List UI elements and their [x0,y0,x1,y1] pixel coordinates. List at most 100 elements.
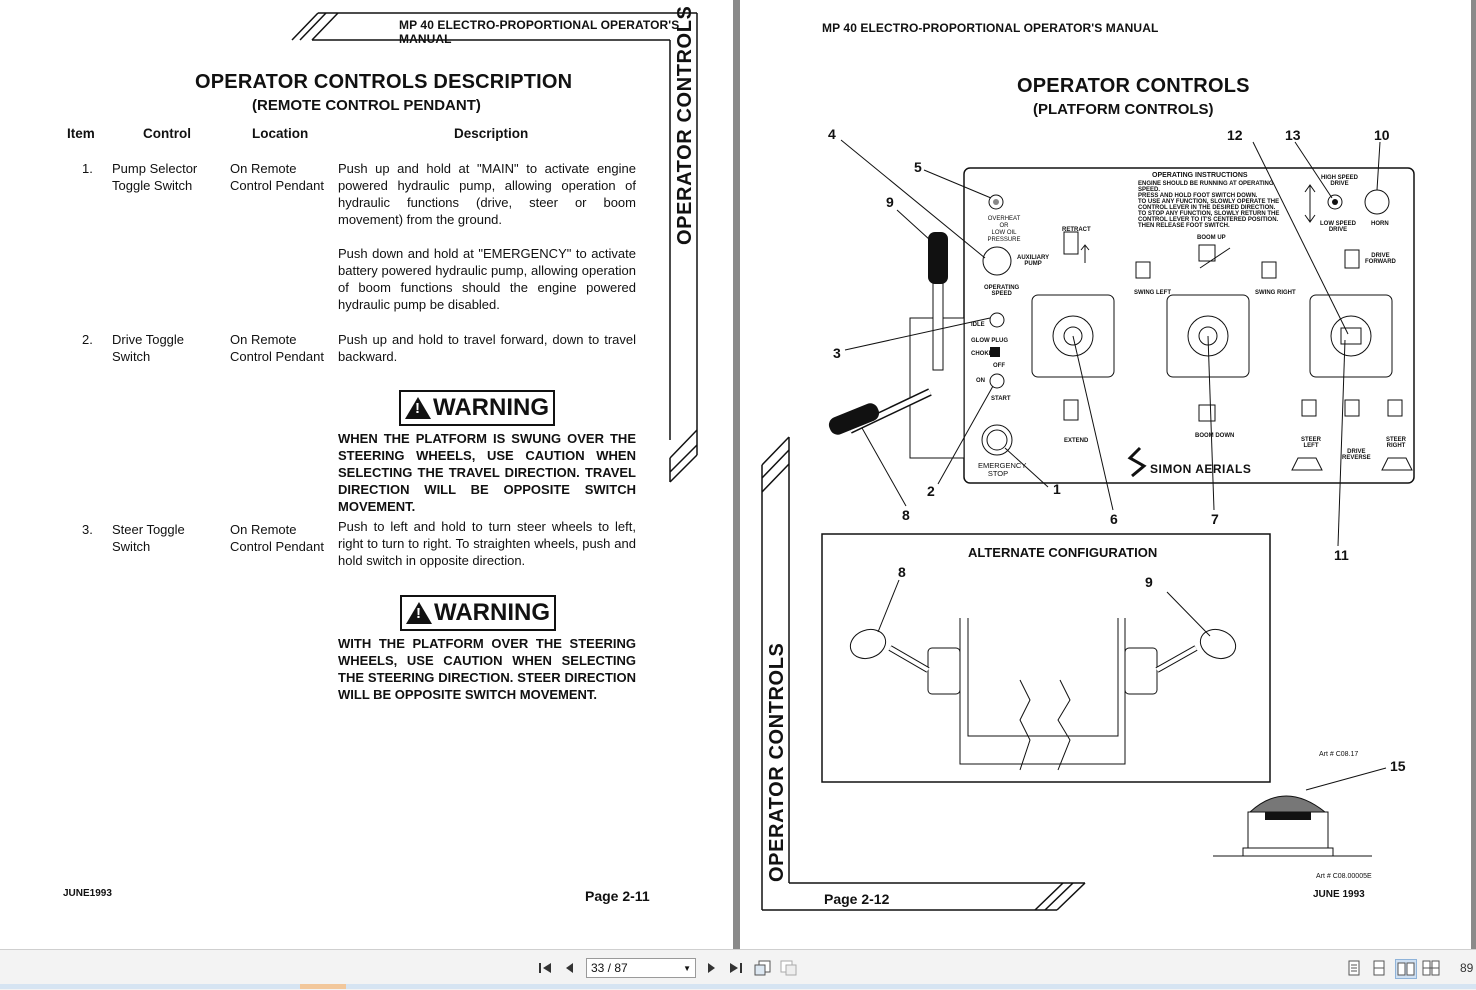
row-control-line: Drive Toggle [112,332,185,347]
callout-number: 9 [1145,574,1153,590]
row-item-number: 1. [82,161,93,176]
auxiliary-pump-label: PUMP [1024,261,1042,267]
steer-right-label: STEER [1386,437,1407,443]
last-page-icon [730,963,742,973]
horn-label: HORN [1371,221,1389,227]
row-description: Push up and hold at "MAIN" to activate e… [338,161,636,227]
warning-label-box: WARNING [400,595,556,631]
callout-number: 12 [1227,127,1243,143]
page-frame-left [291,12,698,483]
operating-speed-label: SPEED [991,291,1012,297]
footer-date: JUNE 1993 [1313,889,1365,900]
warning-label: WARNING [434,599,550,626]
art-number: Art # C08.17 [1319,751,1359,758]
row-item-number: 2. [82,332,93,347]
manual-page-left: MP 40 ELECTRO-PROPORTIONAL OPERATOR'S MA… [0,0,733,949]
first-page-icon [539,963,551,973]
drive-reverse-label: REVERSE [1342,455,1371,461]
glow-plug-label: GLOW PLUG [971,338,1008,344]
low-speed-drive-label: LOW SPEED [1320,221,1357,227]
next-view-icon [780,960,797,976]
first-page-button[interactable] [536,959,554,977]
warning-text: WHEN THE PLATFORM IS SWUNG OVER THE STEE… [338,431,636,514]
manual-page-right: MP 40 ELECTRO-PROPORTIONAL OPERATOR'S MA… [740,0,1471,949]
callout-number: 8 [898,564,906,580]
high-speed-drive-label: DRIVE [1330,181,1349,187]
previous-page-button[interactable] [560,959,578,977]
instruction-line: TO STOP ANY FUNCTION, SLOWLY RETURN THE … [1138,211,1280,229]
callout-number: 6 [1110,511,1118,527]
row-description: Push down and hold at "EMERGENCY" to act… [338,246,636,312]
swing-right-label: SWING RIGHT [1255,290,1296,296]
single-page-icon [1348,960,1360,976]
extend-label: EXTEND [1064,438,1089,444]
operating-speed-label: OPERATING [984,285,1020,291]
footer-date: JUNE1993 [63,888,112,899]
steer-right-label: RIGHT [1386,443,1406,449]
boom-down-label: BOOM DOWN [1195,433,1235,439]
last-page-button[interactable] [727,959,745,977]
page-frame-right [761,436,1086,911]
status-strip [0,984,1476,989]
platform-control-diagram [821,139,1415,857]
row-control-line: Switch [112,539,151,554]
idle-label: IDLE [971,322,985,328]
overheat-label: OVERHEAT [987,216,1021,222]
status-strip-highlight [300,984,346,989]
callout-number: 5 [914,159,922,175]
continuous-view-button[interactable] [1370,959,1388,977]
go-forward-view-button[interactable] [780,959,798,977]
viewer-toolbar: 33 / 87 ▼ 89 [0,949,1476,990]
row-control-line: Toggle Switch [112,178,193,193]
single-page-view-button[interactable] [1345,959,1363,977]
row-location-line: On Remote [230,522,297,537]
warning-text: WITH THE PLATFORM OVER THE STEERING WHEE… [338,636,636,702]
emergency-stop-label: STOP [987,469,1009,478]
row-description: Push up and hold to travel forward, down… [338,332,636,364]
overheat-label: LOW OIL [991,230,1017,236]
two-page-view-button[interactable] [1395,959,1417,979]
alternate-config-title: ALTERNATE CONFIGURATION [968,545,1158,560]
row-location-line: Control Pendant [230,349,324,364]
callout-number: 8 [902,507,910,523]
auxiliary-pump-label: AUXILIARY [1017,255,1050,261]
two-page-continuous-button[interactable] [1422,959,1440,977]
row-control-line: Switch [112,349,151,364]
go-back-view-button[interactable] [754,959,772,977]
steer-left-label: LEFT [1303,443,1319,449]
callout-number: 10 [1374,127,1390,143]
next-page-icon [708,963,715,973]
start-label: START [991,396,1011,402]
high-speed-drive-label: HIGH SPEED [1321,175,1359,181]
off-label: OFF [993,363,1005,369]
callout-number: 9 [886,194,894,210]
page-subtitle: (REMOTE CONTROL PENDANT) [252,97,481,114]
callout-number: 15 [1390,758,1406,774]
page-title: OPERATOR CONTROLS [1017,75,1250,97]
next-page-button[interactable] [703,959,721,977]
callout-number: 1 [1053,481,1061,497]
overheat-label: OR [999,223,1009,229]
footer-page-number: Page 2-12 [824,891,890,907]
art-number: Art # C08.00005E [1316,873,1372,880]
warning-triangle-icon [406,602,432,624]
row-location-line: On Remote [230,161,297,176]
two-page-continuous-icon [1422,960,1440,976]
page-number-field[interactable]: 33 / 87 ▼ [586,958,696,978]
side-tab-label: OPERATOR CONTROLS [674,5,696,245]
page-number-value: 33 / 87 [591,961,628,975]
choke-label: CHOKE [971,351,993,357]
callout-number: 4 [828,126,836,142]
page-header: MP 40 ELECTRO-PROPORTIONAL OPERATOR'S MA… [399,18,680,46]
row-location-line: Control Pendant [230,178,324,193]
page-header: MP 40 ELECTRO-PROPORTIONAL OPERATOR'S MA… [822,21,1159,35]
drive-forward-label: FORWARD [1365,259,1396,265]
two-page-icon [1397,962,1415,976]
row-description: Push to left and hold to turn steer whee… [338,519,636,568]
warning-triangle-icon [405,397,431,419]
retract-label: RETRACT [1062,227,1091,233]
instruction-line: TO USE ANY FUNCTION, SLOWLY OPERATE THE … [1138,199,1280,211]
zoom-level[interactable]: 89 [1460,961,1474,975]
steer-left-label: STEER [1301,437,1322,443]
boom-up-label: BOOM UP [1197,235,1226,241]
